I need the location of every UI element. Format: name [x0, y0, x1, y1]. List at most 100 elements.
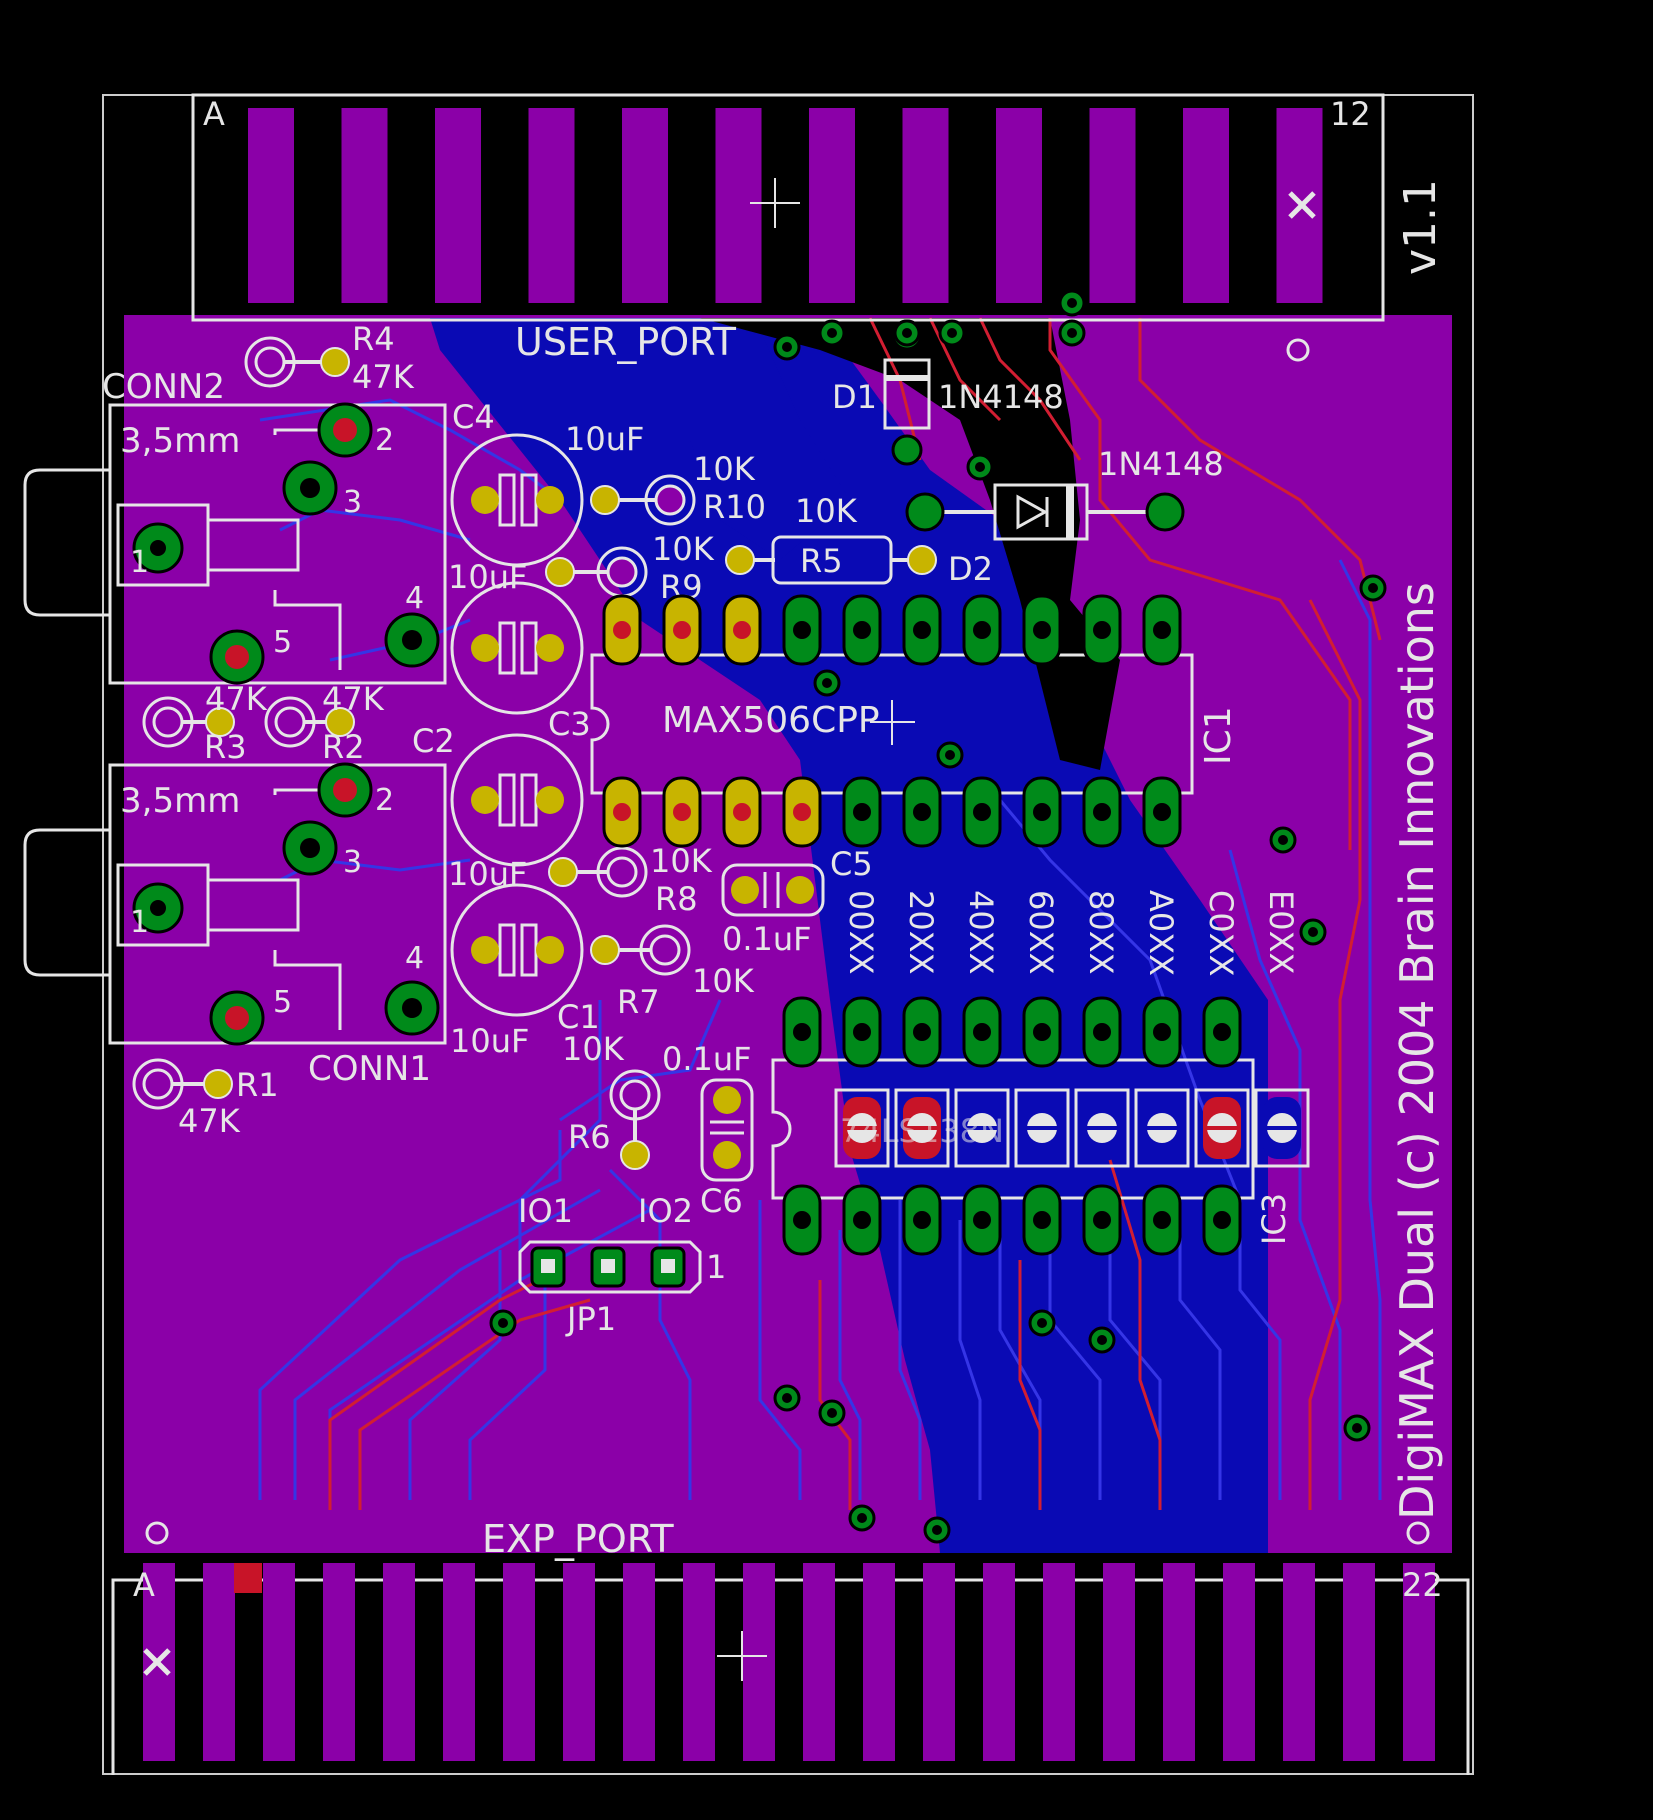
- ic-pad-hole: [1093, 803, 1111, 821]
- via-hole: [827, 328, 837, 338]
- capacitor-c3: 10uF C3: [448, 558, 591, 743]
- conn2-pin-2: 2: [375, 423, 394, 458]
- via-hole: [1067, 328, 1077, 338]
- conn1-pin-5: 5: [273, 985, 292, 1020]
- user-port: A 12 USER_PORT v1.1: [191, 93, 1446, 364]
- address-label: A0XX: [1142, 890, 1180, 976]
- via-hole: [1037, 1318, 1047, 1328]
- resistor-r1: R1 47K: [132, 1058, 279, 1140]
- user-port-finger: [809, 108, 855, 303]
- resistor-r4: R4 47K: [244, 320, 415, 396]
- address-jumper-outline: [1134, 1088, 1190, 1168]
- conn2-pin-3: 3: [343, 485, 362, 520]
- board-credit: DigiMAX Dual (c) 2004 Brain Innovations: [1390, 582, 1444, 1520]
- address-label: 80XX: [1082, 890, 1120, 975]
- board-version: v1.1: [1395, 179, 1446, 275]
- exp-port-finger: [383, 1563, 415, 1761]
- address-jumper-outline: [834, 1088, 890, 1168]
- d1-name: D1: [832, 378, 877, 416]
- ic-pad-hole: [913, 621, 931, 639]
- ic-pad-hole: [1213, 1211, 1231, 1229]
- via-hole: [827, 1408, 837, 1418]
- conn2-size: 3,5mm: [120, 421, 240, 461]
- ic1-pads: [602, 594, 1182, 848]
- conn2-pin-4: 4: [405, 581, 424, 616]
- d1-value: 1N4148: [938, 378, 1064, 416]
- resistor-r2: 47K R2: [264, 680, 385, 766]
- exp-port: A 22 EXP_PORT: [111, 1517, 1470, 1775]
- ic-pad-hole: [853, 621, 871, 639]
- via-hole: [857, 1513, 867, 1523]
- c5-name: C5: [830, 845, 873, 883]
- r2-name: R2: [322, 728, 365, 766]
- ic-pad-hole: [1153, 1023, 1171, 1041]
- via-hole: [822, 678, 832, 688]
- exp-port-finger: [863, 1563, 895, 1761]
- exp-port-finger: [1103, 1563, 1135, 1761]
- ic-pad-hole: [673, 621, 691, 639]
- conn2-name: CONN2: [102, 367, 225, 407]
- via-hole: [975, 462, 985, 472]
- via-hole: [902, 328, 912, 338]
- r9-value: 10K: [652, 530, 715, 568]
- exp-port-pin-last: 22: [1402, 1566, 1443, 1604]
- conn1-pin-3: 3: [343, 845, 362, 880]
- jumper-jp1: IO1 IO2 1 JP1: [518, 1192, 726, 1338]
- conn1-pin-2: 2: [375, 783, 394, 818]
- jp1-right-label: IO2: [638, 1192, 693, 1230]
- ic-pad-hole: [793, 621, 811, 639]
- user-port-finger: [341, 108, 388, 303]
- exp-port-fingers: [143, 1563, 1435, 1761]
- ic-pad-hole: [793, 1023, 811, 1041]
- resistor-r5: R5 10K: [725, 492, 937, 585]
- c3-value: 10uF: [448, 558, 527, 596]
- resistor-r3: 47K R3: [142, 680, 268, 766]
- exp-port-finger: [923, 1563, 955, 1761]
- unrouted-region: [700, 318, 1120, 770]
- r3-name: R3: [204, 728, 247, 766]
- address-jumper-outline: [1014, 1088, 1070, 1168]
- via-hole: [1067, 298, 1077, 308]
- r1-value: 47K: [178, 1102, 241, 1140]
- resistor-r6: 10K R6: [562, 1030, 661, 1170]
- jp1-left-label: IO1: [518, 1192, 573, 1230]
- exp-port-finger: [1283, 1563, 1315, 1761]
- address-jumper-outline: [894, 1088, 950, 1168]
- r3-value: 47K: [205, 680, 268, 718]
- conn1-name: CONN1: [308, 1049, 431, 1089]
- address-label: 20XX: [902, 890, 940, 975]
- r10-value: 10K: [693, 450, 756, 488]
- address-jumpers: [834, 1088, 1310, 1168]
- address-jumper-outline: [1194, 1088, 1250, 1168]
- ic-pad-hole: [853, 1211, 871, 1229]
- exp-port-finger: [1163, 1563, 1195, 1761]
- via-hole: [1097, 1335, 1107, 1345]
- c4-name: C4: [452, 398, 495, 436]
- via-hole: [1352, 1423, 1362, 1433]
- c6-name: C6: [700, 1182, 743, 1220]
- ic-pad-hole: [733, 803, 751, 821]
- user-port-finger: [902, 108, 949, 303]
- user-port-label: USER_PORT: [515, 320, 737, 364]
- capacitor-c2: C2 10uF: [412, 722, 584, 893]
- user-port-finger: [1089, 108, 1136, 303]
- r6-name: R6: [568, 1118, 611, 1156]
- ic-pad-hole: [1213, 1023, 1231, 1041]
- c1-name: C1: [557, 998, 600, 1036]
- conn1-jack: 3,5mm 1 2 3 4 5 CONN1: [23, 762, 447, 1089]
- vias: [489, 289, 1387, 1544]
- origin-marks: [143, 178, 1430, 1681]
- ic-pad-hole: [1033, 621, 1051, 639]
- r7-value: 10K: [692, 962, 755, 1000]
- ic-pad-hole: [1093, 1023, 1111, 1041]
- ic-pad-hole: [913, 1211, 931, 1229]
- capacitor-c1: C1 10uF: [450, 883, 600, 1060]
- r5-value: 10K: [795, 492, 858, 530]
- address-label: E0XX: [1262, 890, 1300, 974]
- ic-pad-hole: [673, 803, 691, 821]
- ic-pad-hole: [793, 1211, 811, 1229]
- exp-port-finger: [623, 1563, 655, 1761]
- c6-value: 0.1uF: [662, 1040, 752, 1078]
